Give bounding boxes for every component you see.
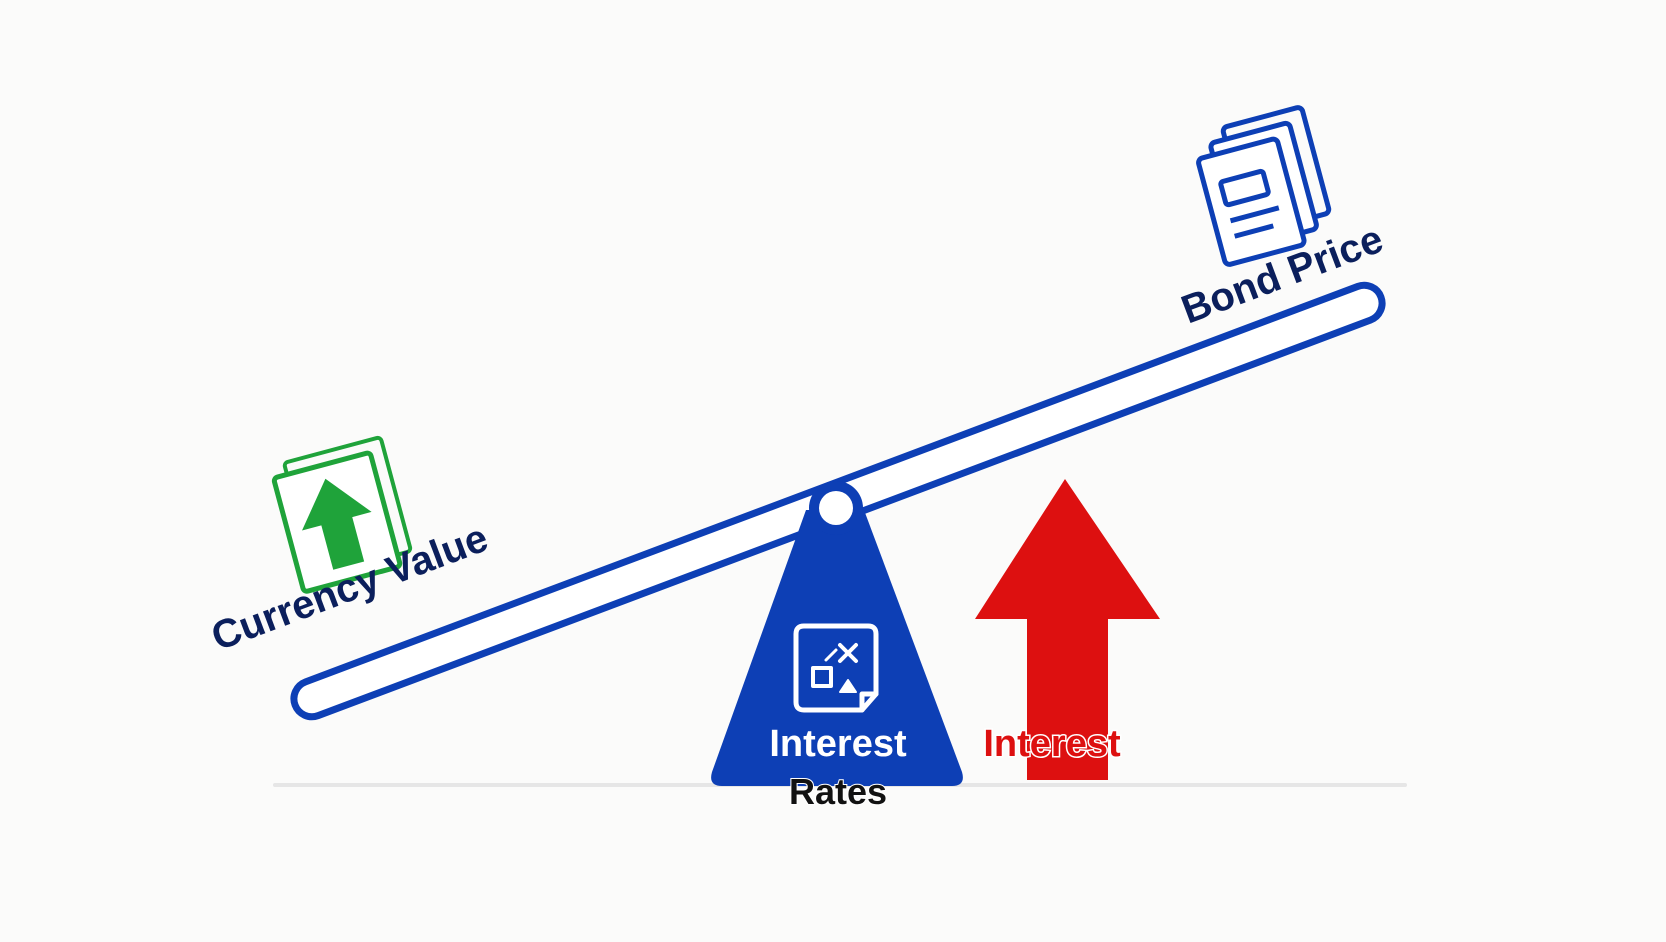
bond-document-icon [1196,105,1332,267]
arrow-label: Interest [983,723,1121,765]
fulcrum-label-line1: Interest [769,723,907,765]
currency-up-arrow-icon [271,435,413,594]
rates-shapes-icon [793,623,879,713]
rising-arrow-icon [975,479,1160,780]
fulcrum-label-line2: Rates [789,771,887,812]
fulcrum [711,481,963,786]
